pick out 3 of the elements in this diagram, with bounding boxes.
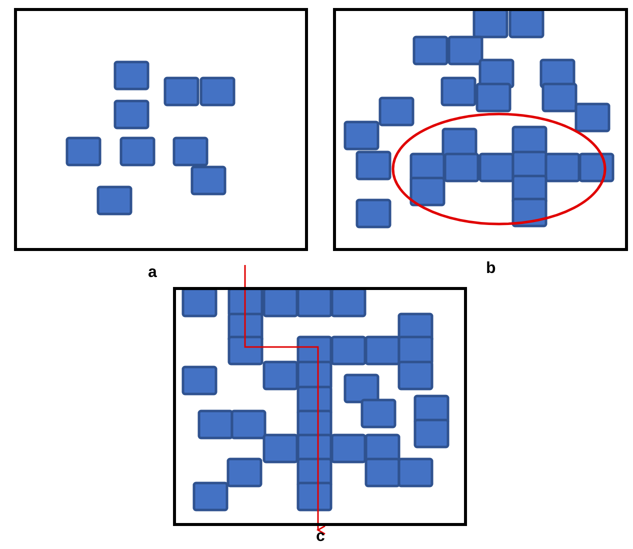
panel-label: c [316,529,325,545]
panel-label: b [486,261,496,277]
panel-label: a [148,265,157,281]
